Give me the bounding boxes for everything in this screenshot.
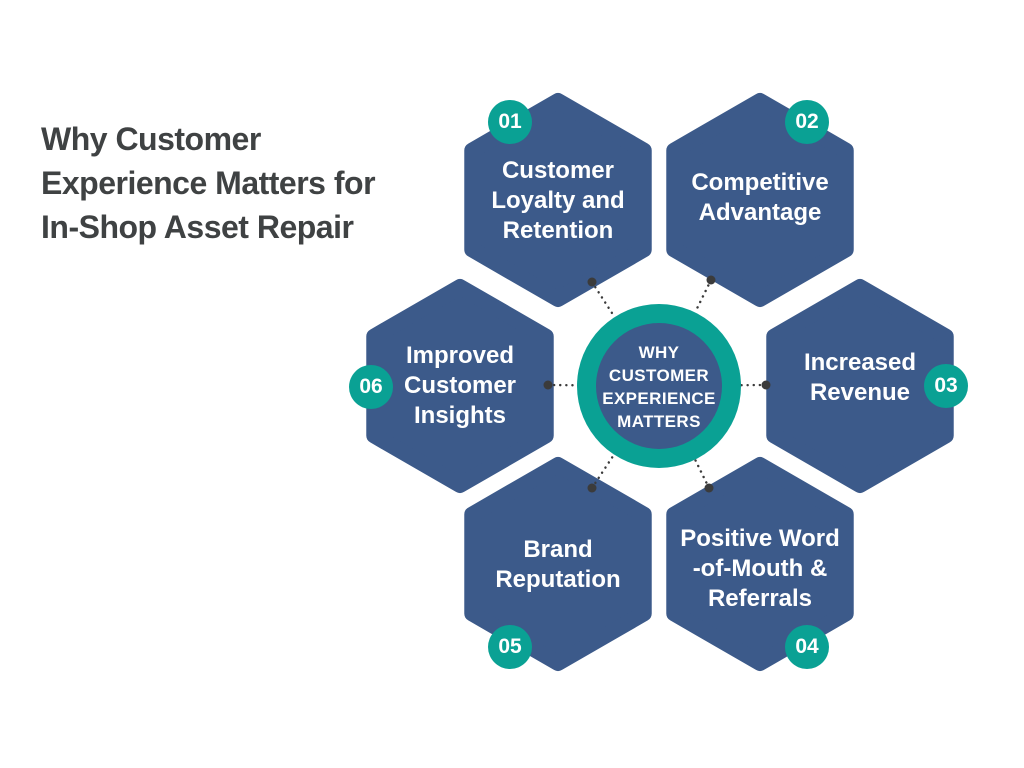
connector-dots-group xyxy=(543,275,771,493)
connector-lines-group xyxy=(546,278,768,490)
hexagon-06-label: Improved Customer Insights xyxy=(404,341,516,431)
label-line: Competitive xyxy=(691,169,829,196)
badge-05: 05 xyxy=(488,625,532,669)
badge-06: 06 xyxy=(349,365,393,409)
label-line: Retention xyxy=(502,217,614,244)
label-line: Customer xyxy=(403,372,517,399)
hexagon-04-label: Positive Word -of-Mouth & Referrals xyxy=(680,524,840,614)
label-line: Reputation xyxy=(495,566,621,593)
badge-02: 02 xyxy=(785,100,829,144)
label-line: Revenue xyxy=(809,379,911,406)
page-title-line: In-Shop Asset Repair xyxy=(41,209,354,245)
connector-dot-02 xyxy=(706,275,716,285)
label-line: Brand xyxy=(523,536,593,563)
center-circle-fill xyxy=(596,323,722,449)
connector-line-02 xyxy=(693,278,713,314)
label-line: Insights xyxy=(413,402,506,429)
center-label-line: CUSTOMER xyxy=(608,366,710,385)
label-line: -of-Mouth & xyxy=(692,555,828,582)
center-label-line: MATTERS xyxy=(617,412,701,431)
connector-dot-05 xyxy=(587,483,597,493)
page-title-line: Why Customer xyxy=(41,121,261,157)
center-label-line: EXPERIENCE xyxy=(602,389,716,408)
page-title-line: Experience Matters for xyxy=(41,165,376,201)
label-line: Increased xyxy=(803,349,917,376)
label-line: Customer xyxy=(501,157,615,184)
badge-03: 03 xyxy=(924,364,968,408)
center-label-line: WHY xyxy=(638,343,680,362)
label-line: Advantage xyxy=(698,199,822,226)
label-line: Loyalty and xyxy=(491,187,625,214)
connector-line-04 xyxy=(693,458,711,490)
page-title: Why Customer Experience Matters for In-S… xyxy=(41,117,376,249)
connector-line-01 xyxy=(590,280,616,319)
label-line: Improved xyxy=(405,342,515,369)
hexagon-02-label: Competitive Advantage xyxy=(691,168,828,228)
hexagon-05-label: Brand Reputation xyxy=(495,535,620,595)
hexagon-03-label: Increased Revenue xyxy=(804,348,916,408)
badge-01: 01 xyxy=(488,100,532,144)
hexagon-01-label: Customer Loyalty and Retention xyxy=(491,156,624,246)
center-circle-label: WHY CUSTOMER EXPERIENCE MATTERS xyxy=(602,341,716,433)
connector-dot-03 xyxy=(761,380,771,390)
connector-dot-04 xyxy=(704,483,714,493)
connector-dot-01 xyxy=(587,277,597,287)
badge-04: 04 xyxy=(785,625,829,669)
connector-dot-06 xyxy=(543,380,553,390)
label-line: Referrals xyxy=(707,585,813,612)
label-line: Positive Word xyxy=(680,525,840,552)
connector-line-05 xyxy=(590,453,616,490)
